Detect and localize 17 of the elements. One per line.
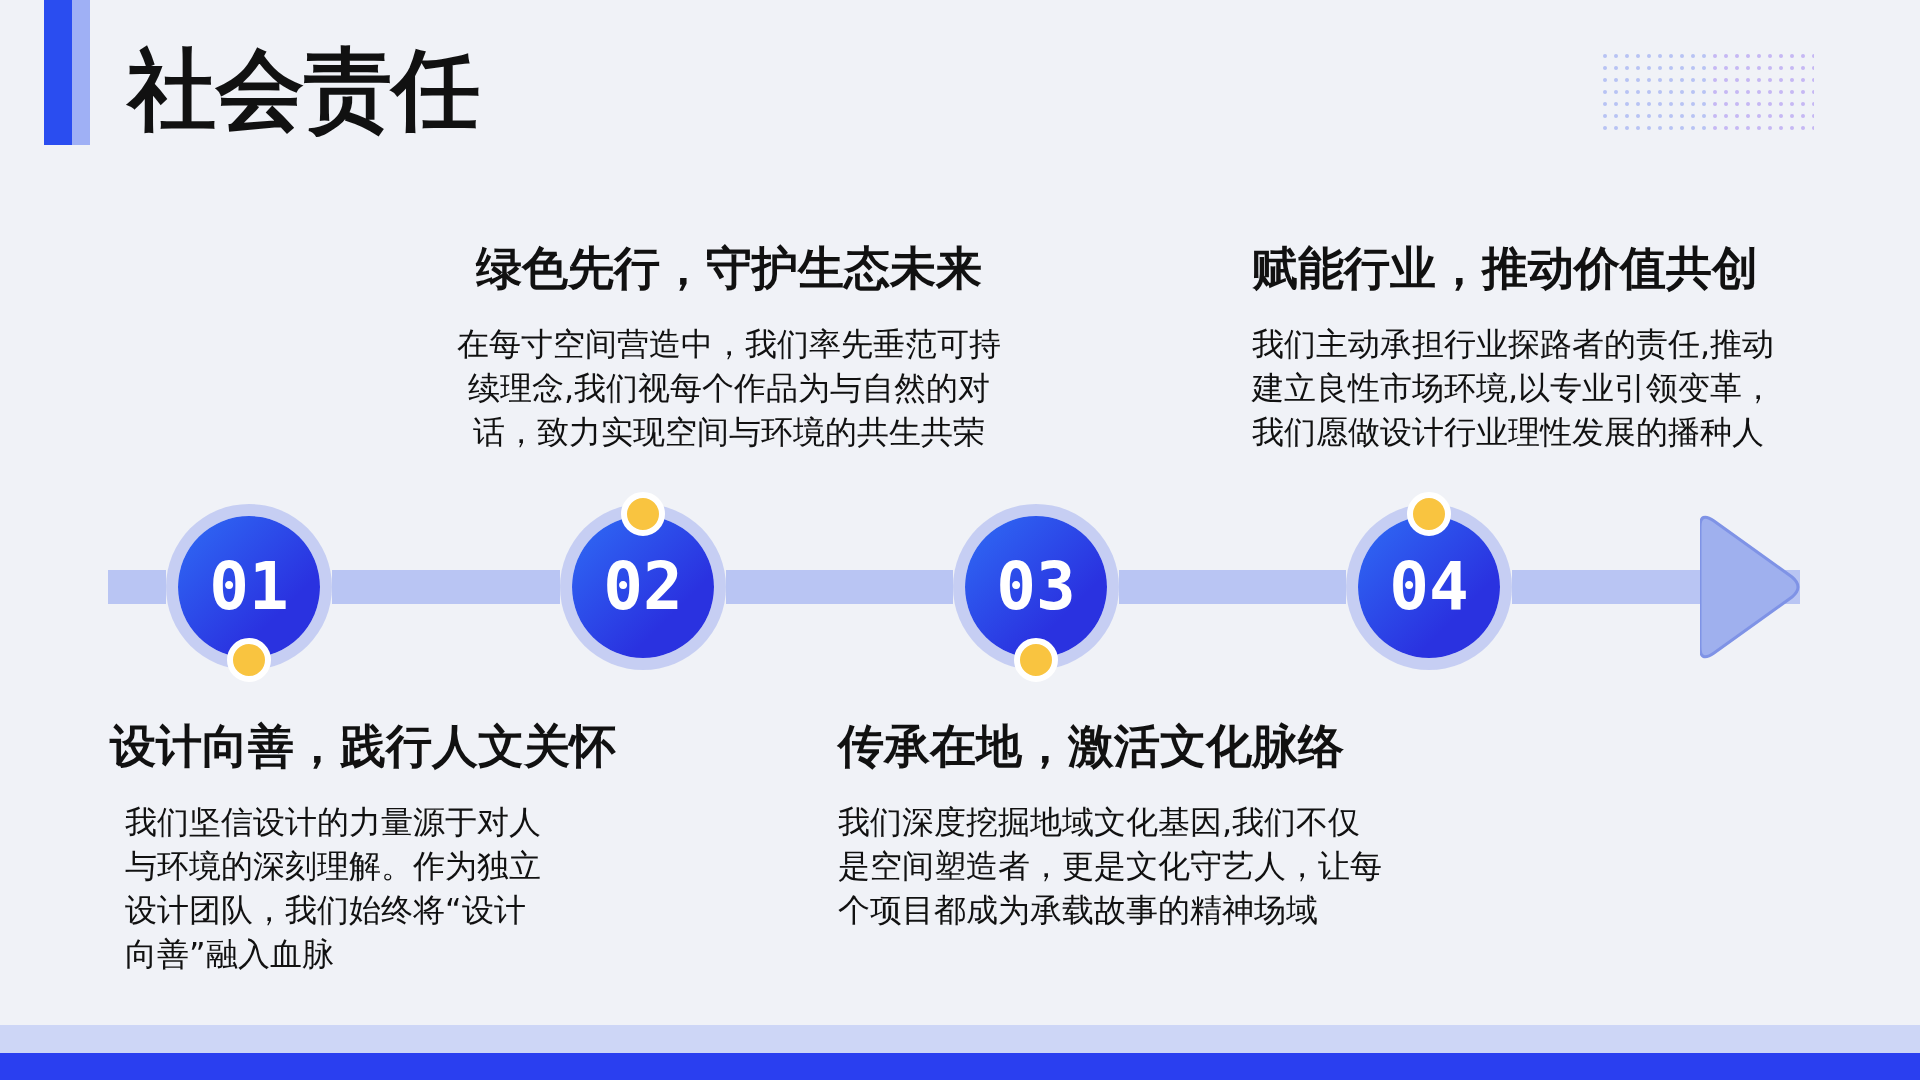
step-heading: 赋能行业，推动价值共创 <box>1252 240 1758 296</box>
step-description: 在每寸空间营造中，我们率先垂范可持续理念,我们视每个作品为与自然的对话，致力实现空间与环境的共生共荣 <box>456 324 1002 453</box>
step-heading: 设计向善，践行人文关怀 <box>110 718 616 774</box>
step-number: 01 <box>209 554 289 620</box>
step-description: 我们深度挖掘地域文化基因,我们不仅是空间塑造者，更是文化守艺人，让每个项目都成为承载故事的精神场域 <box>838 802 1383 931</box>
step-number: 03 <box>996 554 1076 620</box>
timeline-bar <box>108 570 166 604</box>
title: 社会责任 <box>128 40 480 140</box>
timeline-bar <box>332 570 560 604</box>
step-description: 我们坚信设计的力量源于对人与环境的深刻理解。作为独立设计团队，我们始终将“设计向善”融入血脉 <box>125 802 542 975</box>
step-heading: 传承在地，激活文化脉络 <box>838 718 1344 774</box>
step-number: 02 <box>603 554 683 620</box>
step-heading: 绿色先行，守护生态未来 <box>474 240 983 296</box>
step-number: 04 <box>1389 554 1469 620</box>
timeline-bar <box>1119 570 1346 604</box>
step-description: 我们主动承担行业探路者的责任,推动建立良性市场环境,以专业引领变革，我们愿做设计行业理性发展的播种人 <box>1252 324 1776 453</box>
timeline-bar <box>726 570 953 604</box>
